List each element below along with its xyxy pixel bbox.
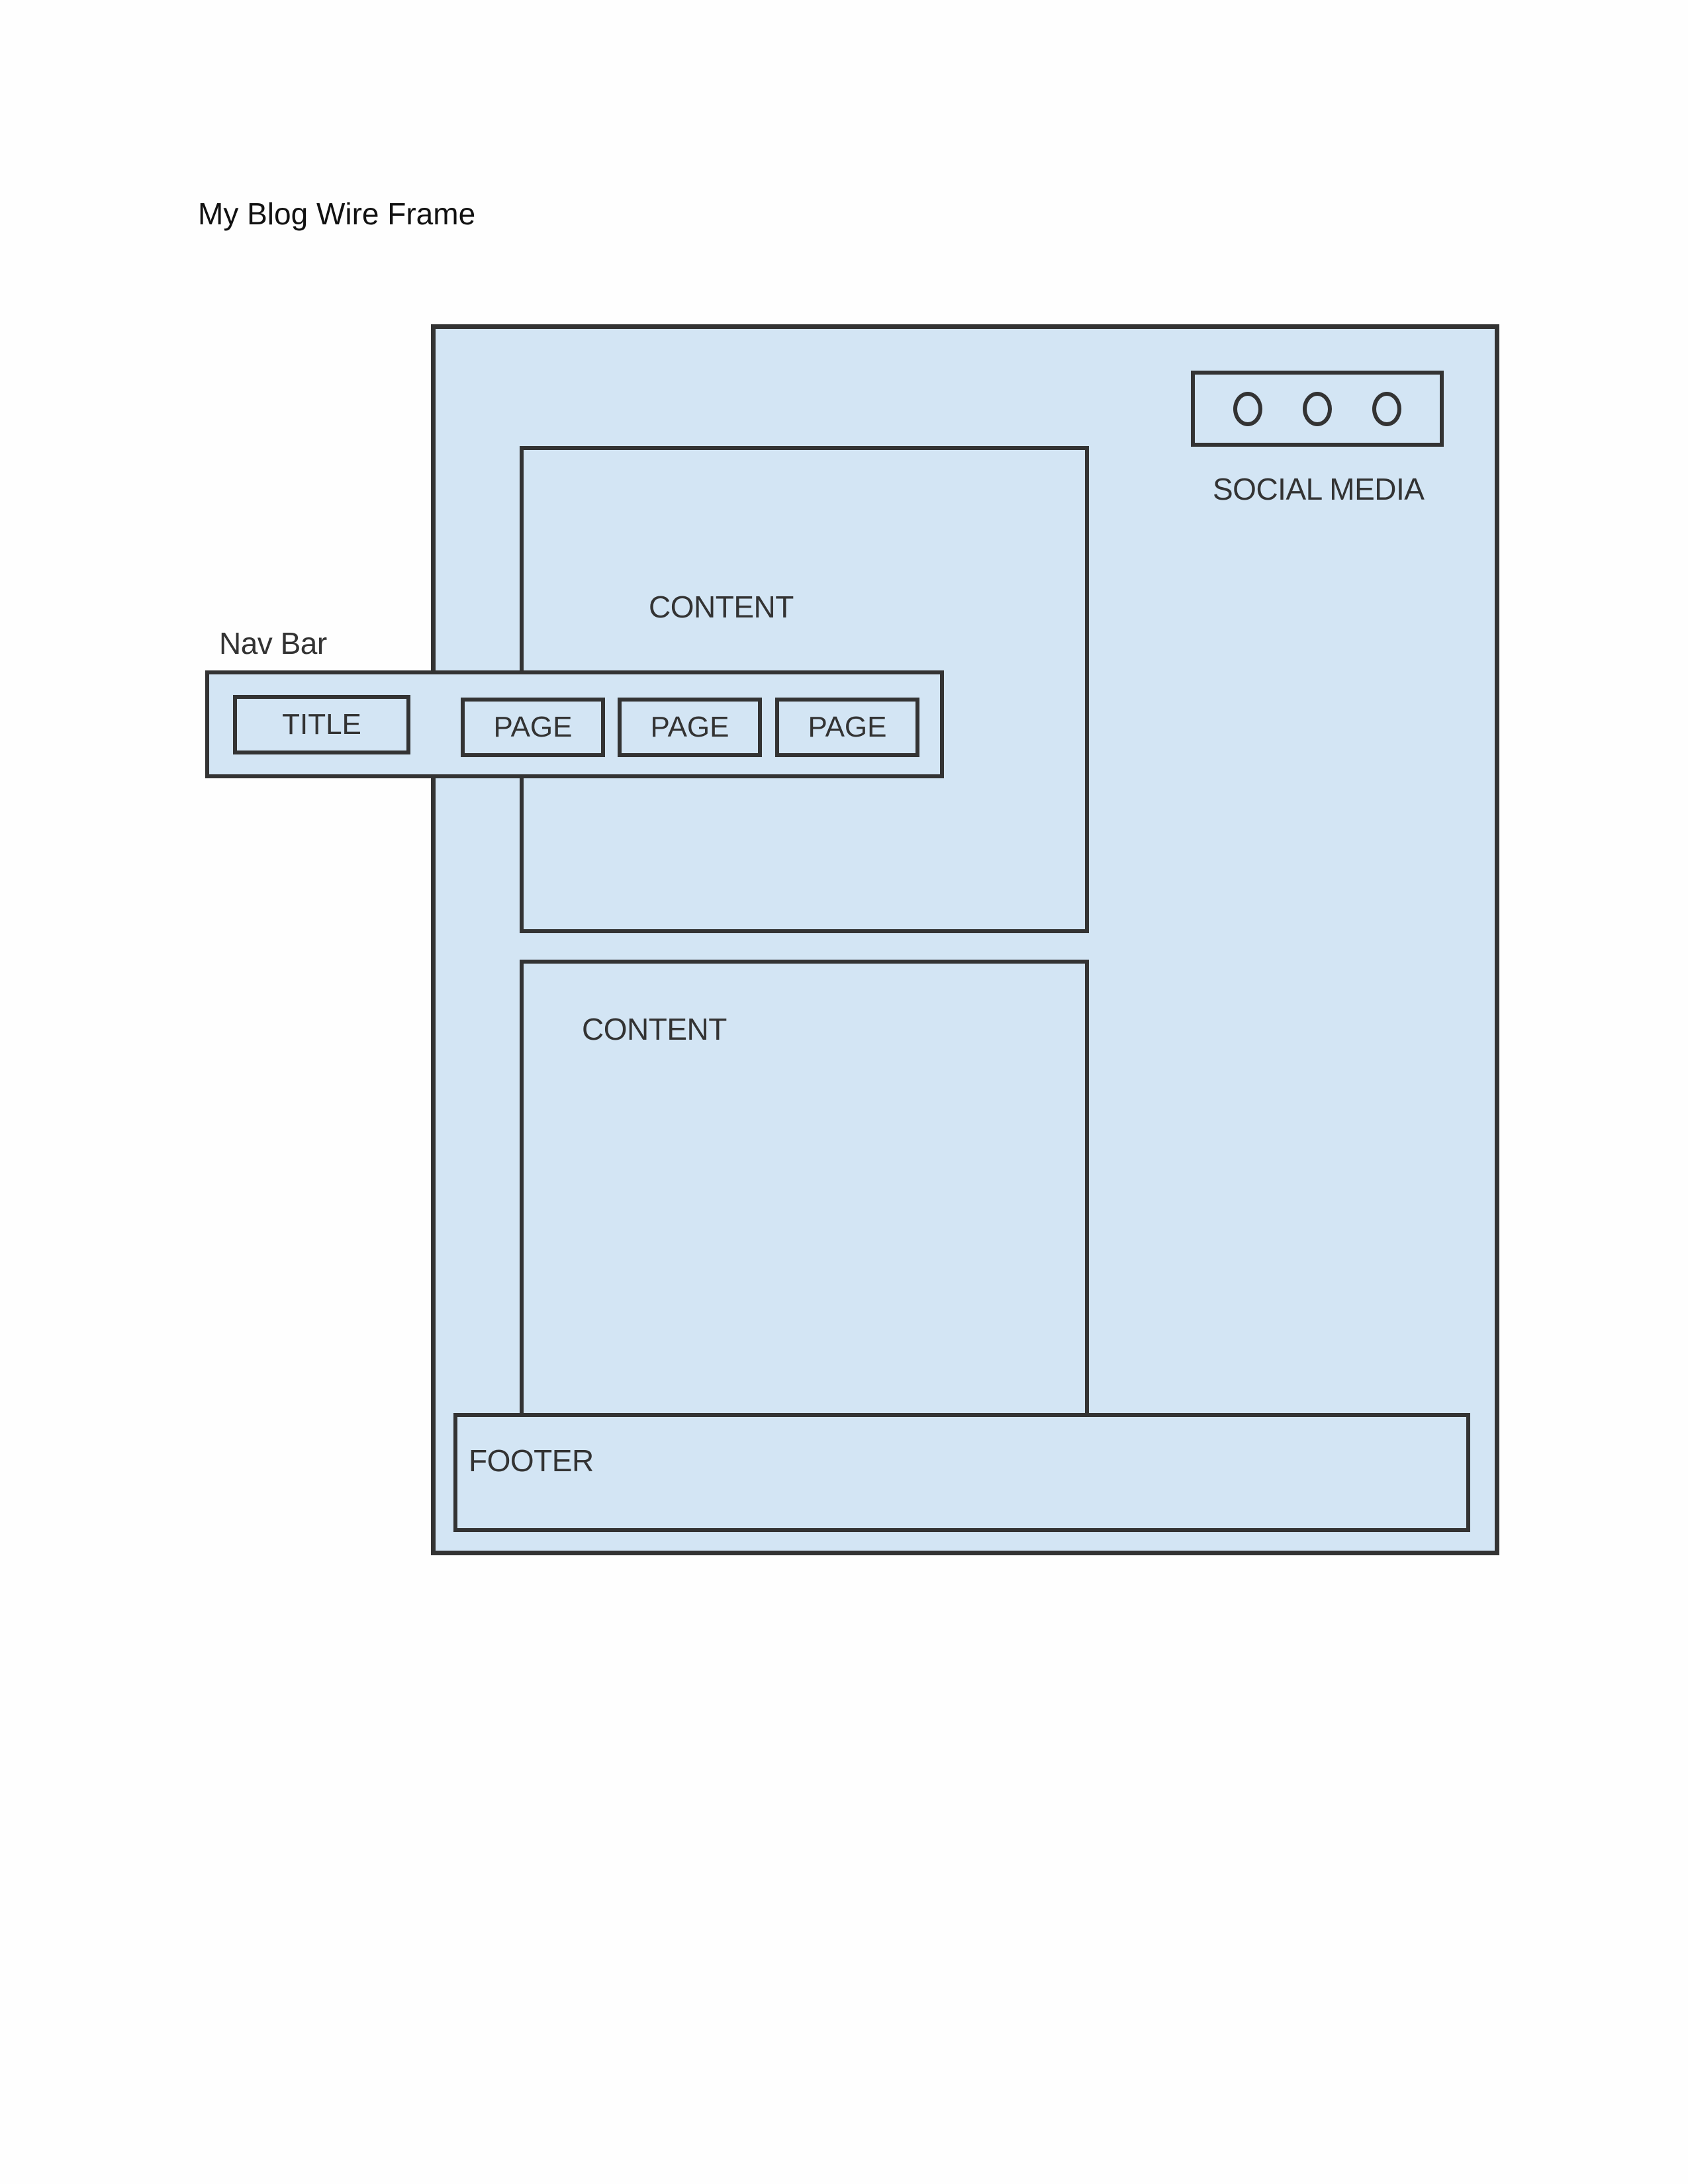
footer xyxy=(453,1413,1470,1532)
nav-page-button-2[interactable]: PAGE xyxy=(618,698,762,757)
document-title: My Blog Wire Frame xyxy=(198,197,476,231)
social-circle-icon[interactable] xyxy=(1233,391,1263,426)
navbar-label: Nav Bar xyxy=(219,626,327,660)
social-circle-icon[interactable] xyxy=(1302,391,1332,426)
social-media-label: SOCIAL MEDIA xyxy=(1213,472,1425,506)
content-block-1-label: CONTENT xyxy=(649,590,794,624)
nav-title-button[interactable]: TITLE xyxy=(233,695,410,754)
nav-page-button-1[interactable]: PAGE xyxy=(461,698,605,757)
nav-page-button-3[interactable]: PAGE xyxy=(775,698,919,757)
footer-label: FOOTER xyxy=(469,1443,594,1478)
page-frame xyxy=(431,324,1499,1555)
social-circle-icon[interactable] xyxy=(1372,391,1401,426)
content-block-2-label: CONTENT xyxy=(582,1012,727,1046)
social-media-box xyxy=(1191,371,1444,447)
